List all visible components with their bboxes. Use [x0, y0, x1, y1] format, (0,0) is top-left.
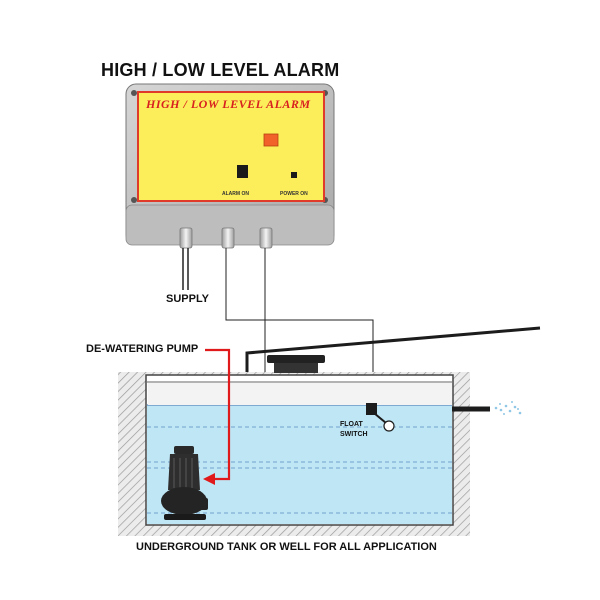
- float-switch-label-line2: SWITCH: [340, 431, 368, 438]
- panel-front-label: HIGH / LOW LEVEL ALARM: [146, 97, 311, 111]
- float-switch-label-line1: FLOAT: [340, 421, 363, 428]
- diagram-title: HIGH / LOW LEVEL ALARM: [101, 60, 340, 80]
- alarm-buzzer-indicator: [263, 133, 279, 147]
- supply-cable: [182, 248, 189, 290]
- alarm-on-label: ALARM ON: [222, 191, 249, 197]
- tank-caption: UNDERGROUND TANK OR WELL FOR ALL APPLICA…: [136, 541, 437, 553]
- tank: [118, 372, 470, 536]
- front-label-panel: [137, 91, 325, 202]
- pump-pointer-arrow: [203, 348, 231, 485]
- float-switch-wire: [225, 248, 374, 404]
- screw-icon: [131, 90, 137, 96]
- cable-glands: [179, 227, 273, 249]
- supply-label: SUPPLY: [166, 293, 210, 305]
- alarm-lamp: [237, 165, 248, 178]
- air-gap: [148, 383, 452, 405]
- power-on-label: POWER ON: [280, 191, 308, 197]
- manhole-cover: [267, 355, 325, 373]
- control-panel: [125, 83, 335, 246]
- submersible-pump: [161, 446, 208, 520]
- overflow-pipe: [452, 401, 522, 415]
- pump-label: DE-WATERING PUMP: [86, 343, 199, 355]
- screw-icon: [131, 197, 137, 203]
- power-lamp: [291, 172, 297, 178]
- float-switch-label: FLOAT SWITCH: [340, 420, 380, 440]
- float-switch: [366, 403, 395, 432]
